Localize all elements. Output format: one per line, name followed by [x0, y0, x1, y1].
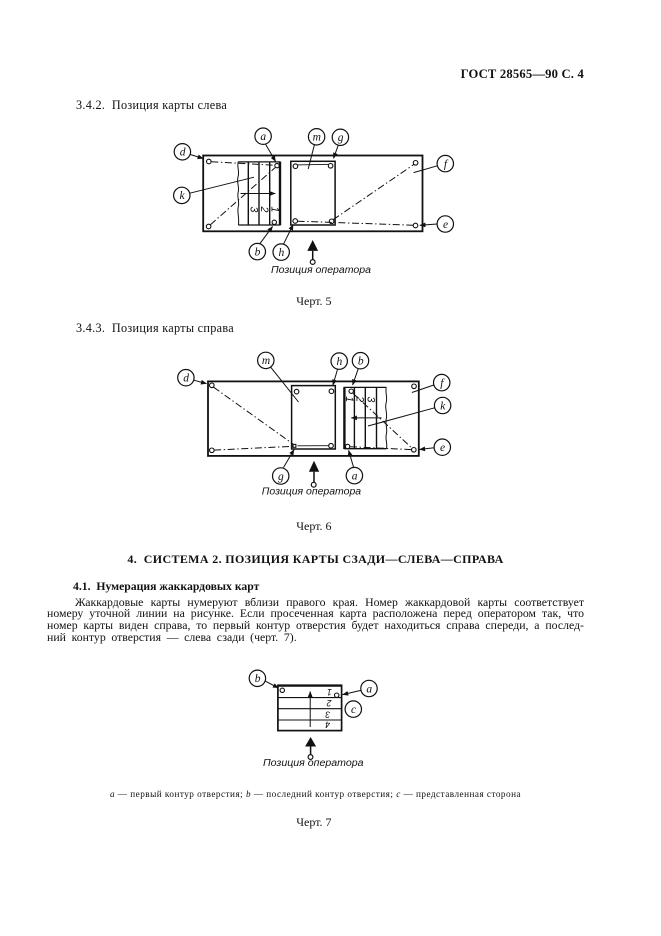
svg-text:1: 1	[327, 687, 332, 697]
svg-text:h: h	[337, 356, 343, 368]
svg-text:b: b	[255, 246, 261, 258]
svg-text:3: 3	[325, 709, 330, 719]
svg-text:Позиция оператора: Позиция оператора	[271, 265, 372, 276]
svg-text:m: m	[262, 355, 270, 367]
svg-text:3: 3	[364, 396, 376, 402]
svg-text:3: 3	[247, 207, 259, 213]
svg-text:g: g	[338, 132, 344, 144]
svg-text:g: g	[278, 471, 284, 483]
svg-text:f: f	[440, 377, 445, 389]
svg-text:b: b	[255, 673, 261, 685]
svg-text:2: 2	[326, 698, 332, 708]
svg-text:4: 4	[325, 720, 330, 730]
svg-text:2: 2	[258, 206, 270, 213]
svg-text:1: 1	[343, 396, 355, 402]
svg-text:k: k	[179, 190, 185, 202]
svg-text:h: h	[279, 247, 285, 259]
svg-text:d: d	[183, 373, 189, 385]
svg-text:2: 2	[354, 395, 366, 402]
svg-text:e: e	[440, 442, 445, 454]
svg-text:d: d	[180, 147, 186, 159]
svg-text:Позиция оператора: Позиция оператора	[263, 758, 364, 769]
svg-text:a: a	[366, 683, 372, 695]
svg-text:1: 1	[269, 207, 281, 213]
svg-text:e: e	[443, 219, 448, 231]
svg-text:k: k	[440, 400, 446, 412]
svg-text:Позиция оператора: Позиция оператора	[262, 486, 362, 497]
svg-text:b: b	[358, 356, 364, 368]
svg-text:a: a	[260, 131, 266, 143]
svg-text:a: a	[352, 470, 358, 482]
svg-text:c: c	[351, 704, 356, 716]
svg-text:f: f	[444, 158, 449, 170]
svg-text:m: m	[313, 132, 321, 144]
